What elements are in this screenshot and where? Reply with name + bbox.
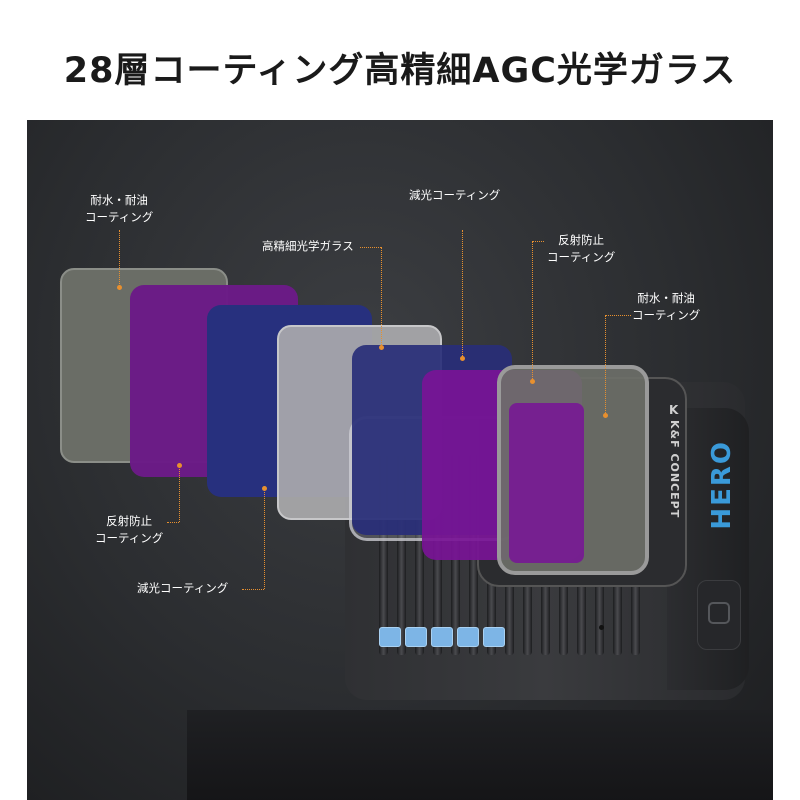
page-title: 28層コーティング高精細AGC光学ガラス — [63, 51, 737, 91]
callout-antireflection-bottom: 反射防止 コーティング — [95, 514, 164, 545]
camera-side-button — [697, 580, 741, 650]
callout-optical-glass: 高精細光学ガラス — [262, 239, 354, 253]
camera-brand-text: HERO — [707, 440, 737, 530]
callout-water-oil-top-right: 耐水・耐油 コーティング — [632, 291, 701, 322]
callout-nd-coating-bottom: 減光コーティング — [137, 581, 229, 595]
pedestal — [187, 710, 773, 800]
microphone-hole — [599, 625, 604, 630]
camera-button-icon — [708, 602, 730, 624]
product-image-panel: HERO K K&F CONCEPT 耐水・耐油 — [27, 120, 773, 800]
callout-antireflection-top: 反射防止 コーティング — [547, 233, 616, 264]
lens-brand-label: K&F CONCEPT — [668, 420, 681, 519]
callout-water-oil-top-left: 耐水・耐油 コーティング — [85, 193, 154, 224]
kf-logo-icon: K — [669, 403, 679, 417]
filter-tint — [509, 403, 584, 563]
callout-nd-coating-top: 減光コーティング — [409, 188, 501, 202]
